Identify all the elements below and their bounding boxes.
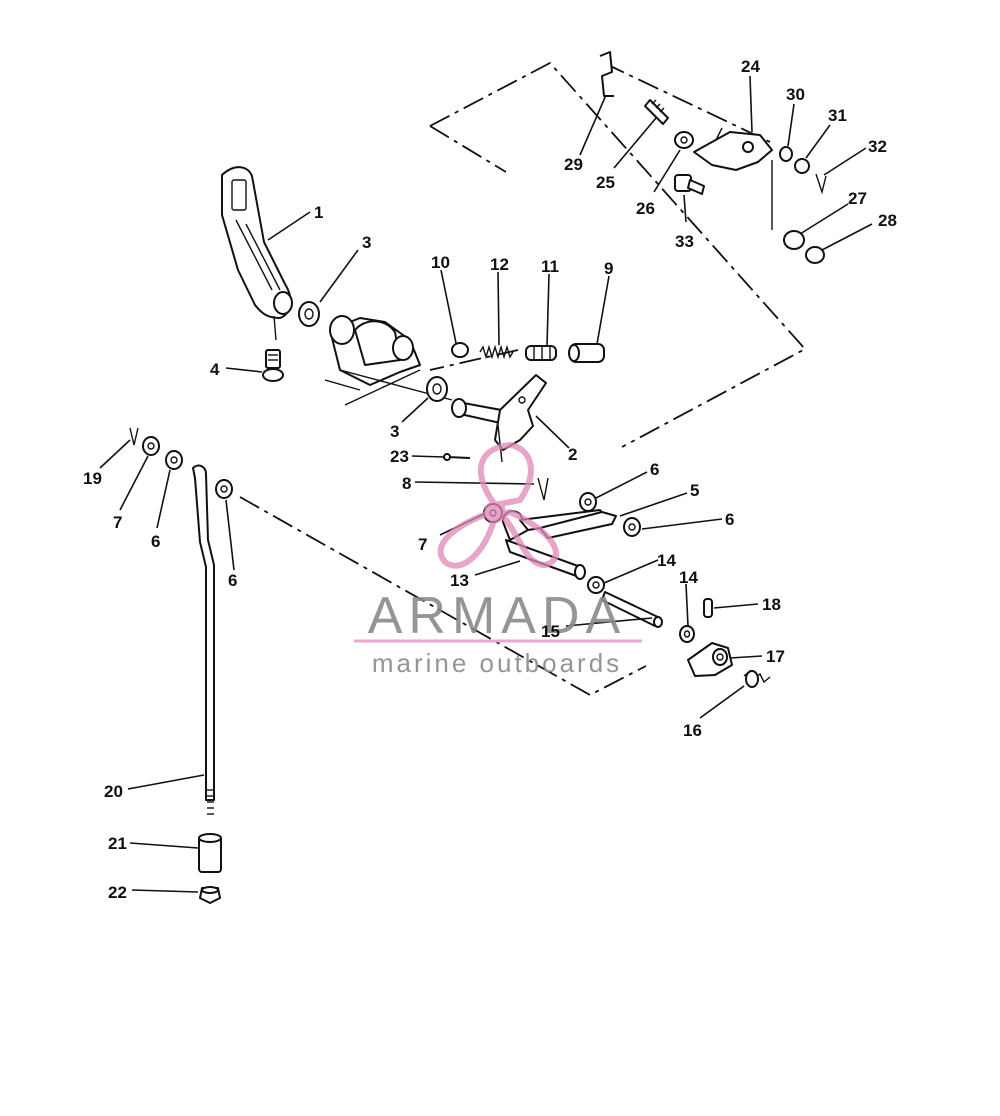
part-label-10: 10 <box>431 253 450 272</box>
part-label-32: 32 <box>868 137 887 156</box>
cotter-pin-19-drawing <box>129 427 139 446</box>
part-label-14-upper: 14 <box>657 551 676 570</box>
clip-29-drawing <box>599 51 614 97</box>
washer-6-far-drawing <box>623 517 641 537</box>
part-label-33: 33 <box>675 232 694 251</box>
detent-ball-10-drawing <box>451 342 469 358</box>
part-label-6-right: 6 <box>228 571 237 590</box>
shift-bracket-drawing <box>324 315 453 406</box>
coupler-21-drawing <box>198 833 222 873</box>
part-label-8: 8 <box>402 474 411 493</box>
washer-3-upper-drawing <box>298 301 320 327</box>
washer-6-right-drawing <box>215 479 233 499</box>
detent-sleeve-11-drawing <box>525 345 557 361</box>
pin-18-drawing <box>703 598 713 618</box>
detent-spring-12-drawing <box>479 344 514 360</box>
assembly-boundary <box>239 61 807 697</box>
washer-6-mid-drawing <box>579 492 597 512</box>
detent-plug-9-drawing <box>568 343 605 363</box>
part-label-15: 15 <box>541 622 560 641</box>
part-label-24: 24 <box>741 57 760 76</box>
propeller-logo-icon <box>437 441 559 569</box>
part-label-22: 22 <box>108 883 127 902</box>
part-label-1: 1 <box>314 203 323 222</box>
part-label-6-mid: 6 <box>650 460 659 479</box>
part-label-28: 28 <box>878 211 897 230</box>
part-label-31: 31 <box>828 106 847 125</box>
cotter-pin-8-drawing <box>537 477 549 501</box>
shift-shaft-2-drawing <box>451 374 547 463</box>
washer-7-left-drawing <box>142 436 160 456</box>
part-label-30: 30 <box>786 85 805 104</box>
nut-26-drawing <box>674 131 694 149</box>
pin-32-drawing <box>815 173 827 195</box>
washer-14-lower-drawing <box>679 625 695 643</box>
washer-30-drawing <box>779 146 793 162</box>
part-label-26: 26 <box>636 199 655 218</box>
part-number-labels: 1 3 4 10 12 11 9 3 2 23 8 7 6 5 6 13 14 … <box>83 57 897 902</box>
part-label-7-left: 7 <box>113 513 122 532</box>
part-label-20: 20 <box>104 782 123 801</box>
washer-14-upper-drawing <box>587 576 605 594</box>
part-label-25: 25 <box>596 173 615 192</box>
part-label-6-left: 6 <box>151 532 160 551</box>
part-label-29: 29 <box>564 155 583 174</box>
cam-17-drawing <box>687 642 733 677</box>
part-label-23: 23 <box>390 447 409 466</box>
part-label-17: 17 <box>766 647 785 666</box>
part-label-2: 2 <box>568 445 577 464</box>
spring-16-drawing <box>743 669 771 688</box>
brand-name: ARMADA <box>368 587 626 645</box>
shift-rod-20-drawing <box>192 464 215 815</box>
part-label-27: 27 <box>848 189 867 208</box>
armada-watermark: ARMADA marine outboards <box>354 441 642 678</box>
part-label-11: 11 <box>541 257 559 276</box>
part-label-16: 16 <box>683 721 702 740</box>
screw-25-drawing <box>644 99 669 125</box>
screw-4-drawing <box>262 349 284 382</box>
shaft-15-drawing <box>601 591 663 628</box>
part-label-14-lower: 14 <box>679 568 698 587</box>
part-label-19: 19 <box>83 469 102 488</box>
part-label-18: 18 <box>762 595 781 614</box>
part-label-9: 9 <box>604 259 613 278</box>
shift-lever-drawing <box>221 166 293 341</box>
part-label-13: 13 <box>450 571 469 590</box>
brand-tagline: marine outboards <box>372 648 622 678</box>
bracket-24-drawing <box>693 127 773 230</box>
washer-6-left-drawing <box>165 450 183 470</box>
part-label-4: 4 <box>210 360 220 379</box>
nut-28-drawing <box>805 246 825 264</box>
nut-27-drawing <box>783 230 805 250</box>
part-label-6-far: 6 <box>725 510 734 529</box>
part-label-5: 5 <box>690 481 699 500</box>
leader-lines <box>99 75 873 893</box>
screw-33-drawing <box>674 174 705 195</box>
part-label-7-center: 7 <box>418 535 427 554</box>
part-label-3-lower: 3 <box>390 422 399 441</box>
washer-3-lower-drawing <box>426 376 448 402</box>
nut-22-drawing <box>199 886 221 904</box>
part-label-3-upper: 3 <box>362 233 371 252</box>
nut-31-drawing <box>794 158 810 174</box>
part-label-21: 21 <box>108 834 127 853</box>
pin-23-drawing <box>443 453 471 461</box>
part-label-12: 12 <box>490 255 509 274</box>
